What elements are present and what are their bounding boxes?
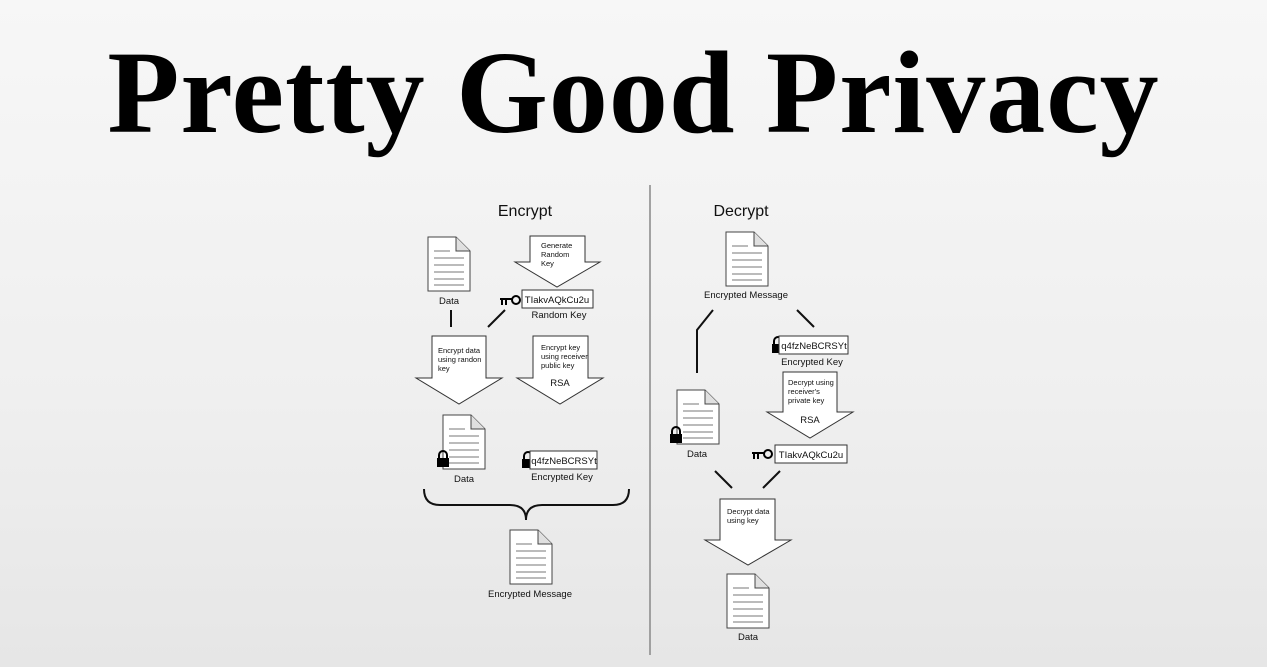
key-icon [751, 449, 773, 460]
key-icon [499, 295, 521, 306]
svg-text:Decrypt data: Decrypt data [727, 507, 770, 516]
decrypt-heading: Decrypt [713, 203, 769, 220]
lock-icon [669, 426, 683, 444]
random-key-value: TIakvAQkCu2u [779, 450, 843, 461]
data-label: Data [439, 296, 460, 307]
generate-random-key-arrow: Generate Random Key [513, 235, 602, 288]
encrypted-message-document-icon [725, 231, 769, 287]
svg-text:RSA: RSA [800, 415, 820, 426]
decrypt-data-arrow: Decrypt data using key [703, 498, 793, 566]
decrypt-key-arrow: Decrypt using receiver's private key RSA [765, 371, 855, 439]
svg-text:using randon: using randon [438, 355, 481, 364]
encrypt-heading: Encrypt [498, 203, 553, 220]
svg-text:Encrypt data: Encrypt data [438, 346, 481, 355]
encrypted-key-value: q4fzNeBCRSYt [531, 456, 597, 467]
svg-text:private key: private key [788, 396, 825, 405]
curly-brace [423, 488, 630, 521]
svg-text:using key: using key [727, 516, 759, 525]
encrypted-key-box [778, 335, 849, 355]
svg-text:Decrypt using: Decrypt using [788, 378, 834, 387]
encrypted-key-label: Encrypted Key [781, 357, 843, 368]
random-key-value: TIakvAQkCu2u [525, 295, 589, 306]
svg-text:Random: Random [541, 250, 569, 259]
encrypted-key-label: Encrypted Key [531, 472, 593, 483]
connector [487, 309, 506, 328]
connector [714, 470, 733, 489]
encrypt-key-arrow: Encrypt key using receiver public key RS… [515, 335, 605, 405]
output-data-document-icon [726, 573, 770, 629]
svg-text:Key: Key [541, 259, 554, 268]
page-title: Pretty Good Privacy [107, 27, 1160, 158]
encrypted-data-document-icon [442, 414, 486, 470]
svg-text:public key: public key [541, 361, 575, 370]
svg-text:Encrypt key: Encrypt key [541, 343, 580, 352]
svg-text:receiver's: receiver's [788, 387, 820, 396]
connector [696, 309, 714, 373]
random-key-box [774, 444, 848, 464]
svg-text:key: key [438, 364, 450, 373]
data-document-icon [427, 236, 471, 292]
svg-text:RSA: RSA [550, 378, 570, 389]
encrypted-data-label: Data [454, 474, 475, 485]
encrypted-message-label: Encrypted Message [488, 589, 572, 600]
svg-text:using receiver: using receiver [541, 352, 588, 361]
connector [796, 309, 815, 328]
random-key-box [521, 289, 594, 309]
encrypted-key-value: q4fzNeBCRSYt [781, 341, 847, 352]
output-data-label: Data [738, 632, 759, 643]
encrypted-key-box [529, 450, 598, 470]
encrypted-data-label: Data [687, 449, 708, 460]
svg-text:Generate: Generate [541, 241, 572, 250]
encrypt-data-arrow: Encrypt data using randon key [414, 335, 504, 405]
encrypted-data-document-icon [676, 389, 720, 445]
random-key-label: Random Key [532, 310, 587, 321]
encrypted-message-document-icon [509, 529, 553, 585]
connector [762, 470, 781, 489]
encrypted-message-label: Encrypted Message [704, 290, 788, 301]
